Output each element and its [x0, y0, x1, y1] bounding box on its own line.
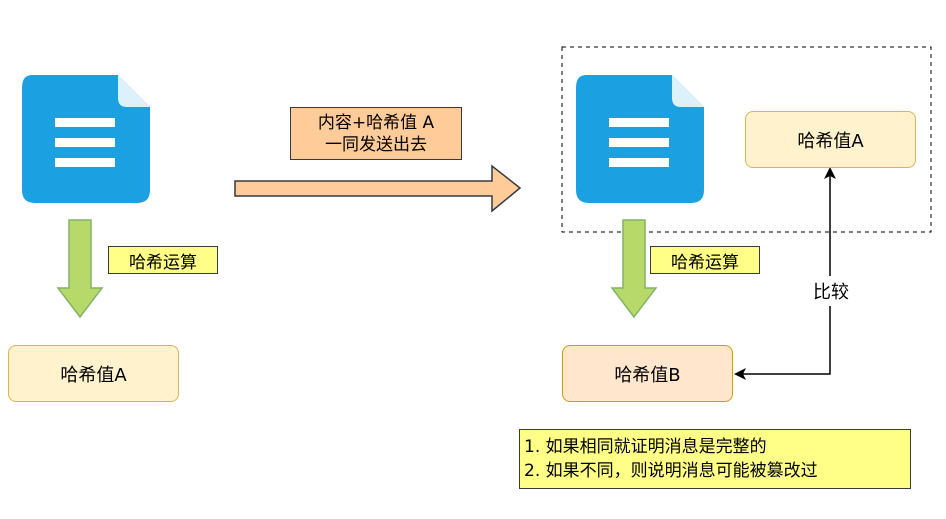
receiver-hash-down-arrow — [610, 219, 658, 319]
received-message-container — [561, 46, 932, 233]
receiver-document-icon — [576, 75, 704, 203]
compare-label: 比较 — [806, 276, 856, 306]
send-description-label: 内容+哈希值 A 一同发送出去 — [290, 107, 462, 160]
received-hash-value-box: 哈希值A — [745, 111, 916, 168]
compare-arrowhead-up — [824, 167, 836, 179]
sender-document-icon — [22, 75, 150, 203]
result-note-different: 2. 如果不同，则说明消息可能被篡改过 — [524, 461, 818, 481]
sender-hash-op-label: 哈希运算 — [108, 246, 218, 274]
send-description-line2: 一同发送出去 — [325, 134, 427, 155]
sender-hash-value-box: 哈希值A — [8, 345, 179, 402]
send-right-arrow — [234, 164, 522, 213]
receiver-hash-op-label: 哈希运算 — [650, 246, 760, 274]
compare-connector — [736, 168, 835, 375]
send-description-line1: 内容+哈希值 A — [317, 112, 435, 133]
sender-hash-down-arrow — [56, 219, 104, 319]
result-notes: 1. 如果相同就证明消息是完整的 2. 如果不同，则说明消息可能被篡改过 — [519, 429, 911, 489]
result-note-same: 1. 如果相同就证明消息是完整的 — [524, 437, 767, 457]
compare-arrowhead-left — [734, 368, 746, 380]
computed-hash-value-box: 哈希值B — [562, 345, 733, 402]
